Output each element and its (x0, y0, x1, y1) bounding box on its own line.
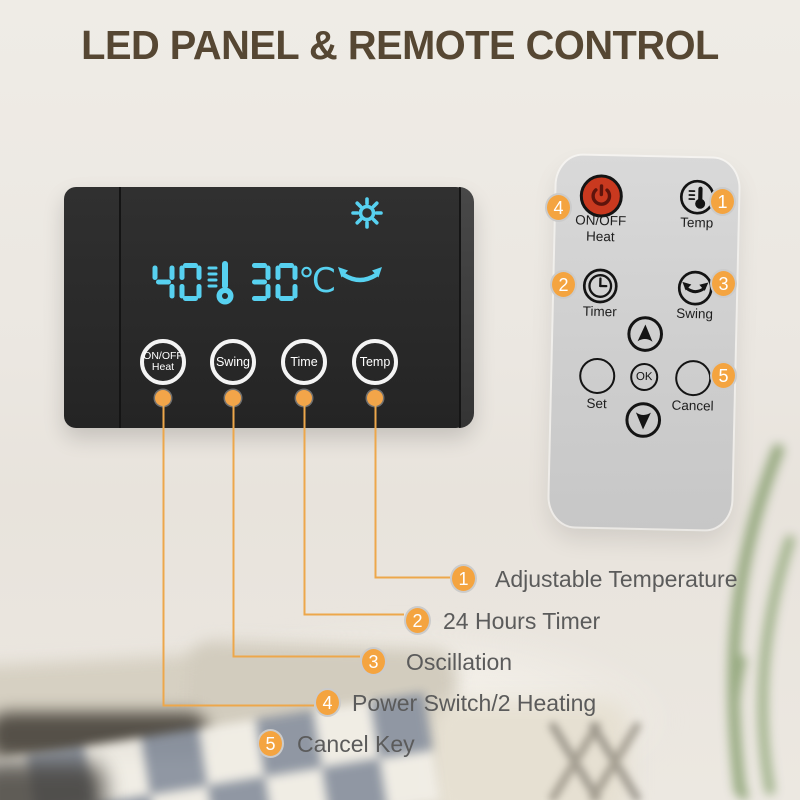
callout-badge-4: 4 (314, 688, 341, 717)
page-title: LED PANEL & REMOTE CONTROL (81, 22, 719, 68)
callout-dot (296, 390, 312, 406)
remote-label-timer: Timer (582, 303, 617, 320)
panel-button-swing: Swing (210, 339, 256, 385)
callout-dot (155, 390, 171, 406)
remote-label-set: Set (586, 395, 607, 412)
ok-label: OK (635, 370, 653, 384)
remote-label-temp: Temp (680, 214, 714, 231)
led-digits-set-temp (152, 263, 202, 301)
panel-side-edge (459, 187, 474, 428)
thermometer-icon (688, 186, 703, 202)
callout-badge-5: 5 (257, 729, 284, 758)
panel-seam (119, 187, 121, 428)
arrow-down-button (625, 402, 662, 438)
callout-dot (225, 390, 241, 406)
timer-button (582, 268, 618, 304)
remote-label-heat: Heat (585, 228, 615, 245)
clock-icon (588, 274, 613, 298)
couch-cushion (0, 653, 235, 800)
thermometer-icon (207, 261, 234, 305)
remote-label-cancel: Cancel (671, 397, 714, 414)
callout-badge-2: 2 (404, 606, 431, 635)
swing-button (677, 270, 713, 306)
callout-label-3: Oscillation (406, 649, 513, 675)
badge-temp: 1 (709, 187, 736, 216)
arrow-up-icon (637, 324, 653, 342)
badge-cancel: 5 (710, 361, 737, 390)
cancel-button (674, 359, 712, 397)
remote-label-swing: Swing (676, 305, 714, 322)
callout-label-2: 24 Hours Timer (443, 608, 601, 634)
celsius-unit: ℃ (298, 261, 337, 301)
badge-power: 4 (545, 193, 572, 222)
arrow-down-icon (635, 412, 651, 430)
callout-badge-3: 3 (360, 647, 387, 676)
led-panel: ℃ ON/OFF Heat Swing Time Temp (64, 187, 474, 428)
remote-control: OK ON/OFF Heat Temp Timer Swing Set Canc… (548, 154, 740, 531)
callout-label-5: Cancel Key (297, 731, 415, 757)
callout-label-1: Adjustable Temperature (495, 566, 738, 592)
panel-button-time: Time (281, 339, 327, 385)
callout-dot (367, 390, 383, 406)
led-digits-current-temp (252, 263, 298, 301)
arrow-up-button (627, 316, 663, 352)
swing-icon (682, 281, 709, 294)
wood-chair-legs (549, 722, 641, 800)
badge-swing: 3 (710, 269, 737, 298)
panel-button-onoff-heat: ON/OFF Heat (140, 339, 186, 385)
swing-icon (338, 267, 382, 283)
couch-shadow (0, 762, 105, 800)
dark-pillow (0, 712, 208, 758)
callout-label-4: Power Switch/2 Heating (352, 690, 597, 716)
sun-icon (351, 197, 383, 229)
callout-badge-1: 1 (450, 564, 477, 593)
set-button (578, 357, 616, 395)
power-button (579, 174, 623, 218)
panel-button-temp: Temp (352, 339, 398, 385)
badge-timer: 2 (550, 270, 577, 299)
ok-button: OK (629, 362, 659, 392)
power-icon (591, 184, 612, 206)
